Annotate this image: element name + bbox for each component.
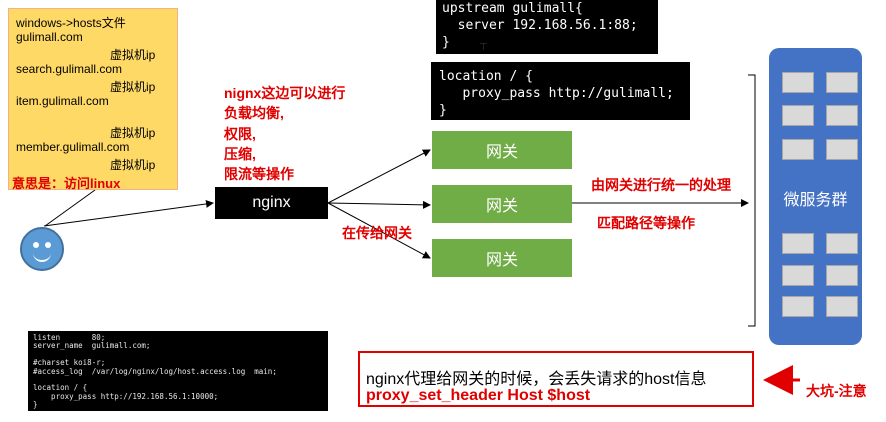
text-cursor-icon: ⊤ [479, 42, 488, 53]
server-config-code-block: listen 80; server_name gulimall.com; #ch… [28, 331, 328, 411]
hosts-note-line: 虚拟机ip [110, 126, 156, 140]
microservices-cluster: 微服务群 [769, 48, 862, 345]
nginx-feature: nignx这边可以进行 [224, 85, 346, 101]
hosts-note-line: item.gulimall.com [16, 94, 109, 108]
nginx-box: nginx [215, 187, 328, 219]
arrow-note-to-user [44, 189, 96, 227]
hosts-note-line: 虚拟机ip [110, 80, 156, 94]
service-block [826, 233, 858, 254]
nginx-feature: 负载均衡, [224, 105, 284, 121]
warning-directive: proxy_set_header Host $host [366, 387, 591, 404]
service-block [826, 265, 858, 286]
arrow-user-to-nginx [43, 199, 214, 227]
hosts-note-line: member.gulimall.com [16, 140, 130, 154]
right-eye-icon [45, 242, 51, 248]
service-block [782, 139, 814, 160]
arrow-nginx-to-gateway-3 [327, 202, 431, 259]
hosts-note: windows->hosts文件 gulimall.com 虚拟机ip sear… [8, 8, 178, 191]
services-bracket [748, 74, 756, 327]
warning-text: nginx代理给网关的时候，会丢失请求的host信息 [366, 371, 707, 388]
upstream-code-block: upstream gulimall{ server 192.168.56.1:8… [436, 0, 658, 54]
nginx-feature: 限流等操作 [224, 166, 294, 182]
gateway-note: 匹配路径等操作 [597, 215, 695, 231]
nginx-feature: 压缩, [224, 146, 256, 162]
service-block [782, 296, 814, 317]
service-block [826, 296, 858, 317]
warning-tag: 大坑-注意 [806, 383, 867, 399]
smile-icon [33, 248, 51, 262]
hosts-note-line: 虚拟机ip [110, 158, 156, 172]
user-smiley-icon [20, 227, 64, 271]
microservices-label: 微服务群 [783, 192, 848, 209]
gateway-box: 网关 [432, 239, 572, 277]
gateway-box: 网关 [432, 185, 572, 223]
gateway-box: 网关 [432, 131, 572, 169]
service-block [826, 105, 858, 126]
hosts-note-meaning: 意思是：访问linux [12, 176, 121, 191]
service-block [782, 233, 814, 254]
hosts-note-line: 虚拟机ip [110, 48, 156, 62]
arrow-nginx-to-gateway-2 [327, 200, 431, 209]
nginx-feature: 权限, [224, 126, 256, 142]
service-block [782, 105, 814, 126]
hosts-note-line: gulimall.com [16, 30, 83, 44]
hosts-note-line: search.gulimall.com [16, 62, 123, 76]
service-block [782, 265, 814, 286]
pass-to-gateway-label: 在传给网关 [342, 225, 412, 241]
arrow-nginx-to-gateway-1 [327, 149, 431, 204]
left-eye-icon [33, 242, 39, 248]
service-block [782, 72, 814, 93]
service-block [826, 139, 858, 160]
service-block [826, 72, 858, 93]
location-code-block: location / { proxy_pass http://gulimall;… [431, 62, 690, 120]
warning-box: nginx代理给网关的时候，会丢失请求的host信息 proxy_set_hea… [358, 351, 754, 407]
hosts-note-line: windows->hosts文件 [16, 16, 126, 30]
gateway-note: 由网关进行统一的处理 [591, 177, 731, 193]
